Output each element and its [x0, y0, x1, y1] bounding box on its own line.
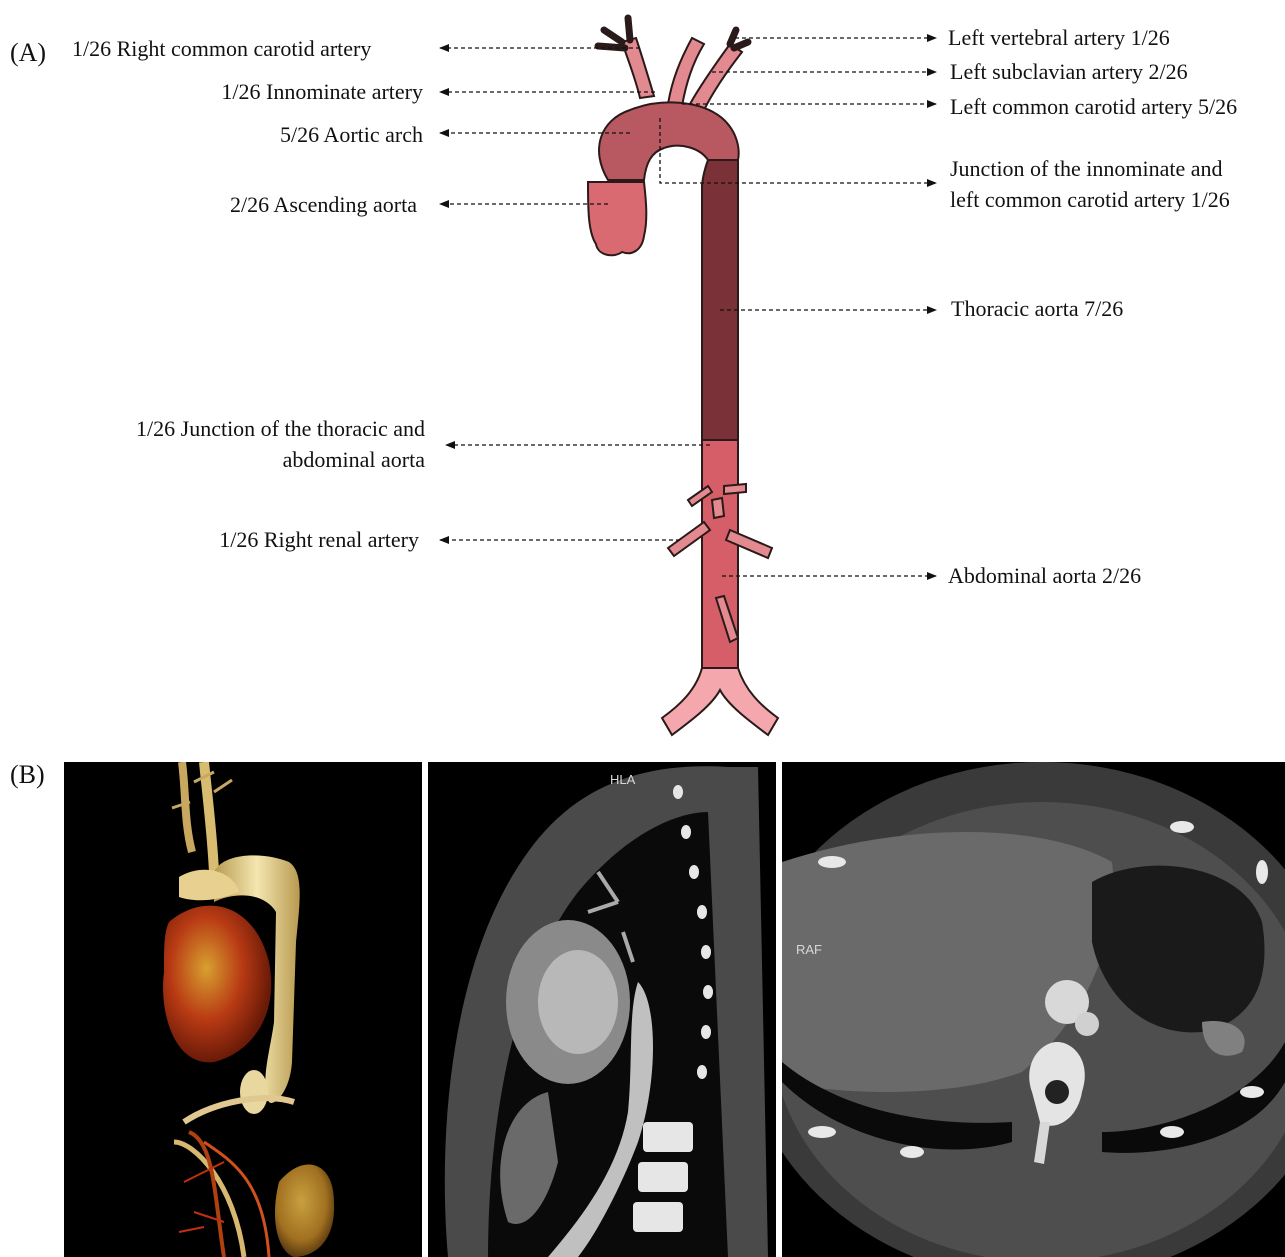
- label-left-subclavian: Left subclavian artery 2/26: [950, 56, 1188, 87]
- ascending-aorta-segment: [588, 182, 646, 255]
- panel-b-label: (B): [10, 760, 45, 790]
- neck-branches: [598, 18, 748, 110]
- iliac-bifurcation: [662, 668, 778, 735]
- label-thoracic-aorta: Thoracic aorta 7/26: [951, 293, 1123, 324]
- label-aortic-arch: 5/26 Aortic arch: [280, 119, 423, 150]
- 3d-volume-rendering-image: [64, 762, 422, 1257]
- label-junction-innominate-line2: left common carotid artery 1/26: [950, 184, 1230, 215]
- label-innominate: 1/26 Innominate artery: [221, 76, 423, 107]
- axial-orientation-text: RAF: [796, 942, 822, 957]
- label-junction-thoracic-line2: abdominal aorta: [283, 444, 425, 475]
- label-ascending-aorta: 2/26 Ascending aorta: [230, 189, 417, 220]
- thoracic-aorta-segment: [702, 160, 738, 440]
- label-right-common-carotid: 1/26 Right common carotid artery: [72, 33, 371, 64]
- axial-ct-image: RAF: [782, 762, 1285, 1257]
- sagittal-orientation-text: HLA: [610, 772, 635, 787]
- label-left-common-carotid: Left common carotid artery 5/26: [950, 91, 1237, 122]
- label-left-vertebral: Left vertebral artery 1/26: [948, 22, 1170, 53]
- label-junction-innominate-line1: Junction of the innominate and: [950, 153, 1223, 184]
- label-abdominal-aorta: Abdominal aorta 2/26: [948, 560, 1141, 591]
- sagittal-ct-image: HLA: [428, 762, 776, 1257]
- label-right-renal: 1/26 Right renal artery: [219, 524, 419, 555]
- label-junction-thoracic-line1: 1/26 Junction of the thoracic and: [136, 413, 425, 444]
